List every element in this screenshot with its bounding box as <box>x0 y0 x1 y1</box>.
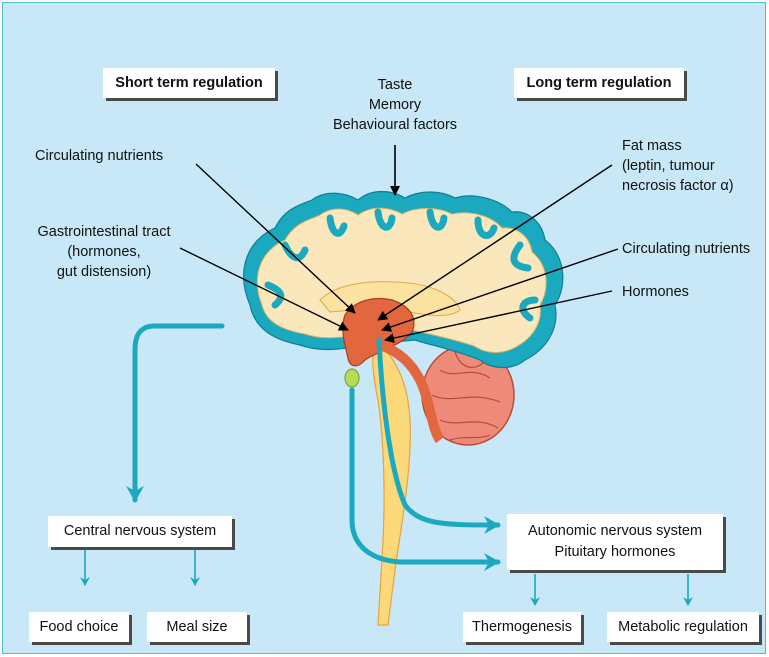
cns-box: Central nervous system <box>48 516 232 547</box>
short-term-header: Short term regulation <box>103 68 275 98</box>
metabolic-regulation-box: Metabolic regulation <box>607 612 759 642</box>
gastrointestinal-label: Gastrointestinal tract (hormones, gut di… <box>25 222 183 282</box>
hormones-label: Hormones <box>622 282 689 302</box>
left-circulating-nutrients-label: Circulating nutrients <box>35 146 163 166</box>
pituitary <box>345 369 359 387</box>
right-circulating-nutrients-label: Circulating nutrients <box>622 239 750 259</box>
meal-size-box: Meal size <box>147 612 247 642</box>
long-term-header: Long term regulation <box>514 68 684 98</box>
spinal-cord <box>373 340 411 625</box>
fat-mass-label: Fat mass (leptin, tumour necrosis factor… <box>622 136 734 196</box>
top-factors-label: Taste Memory Behavioural factors <box>305 75 485 135</box>
autonomic-box: Autonomic nervous system Pituitary hormo… <box>507 514 723 570</box>
food-choice-box: Food choice <box>29 612 129 642</box>
thermogenesis-box: Thermogenesis <box>463 612 581 642</box>
